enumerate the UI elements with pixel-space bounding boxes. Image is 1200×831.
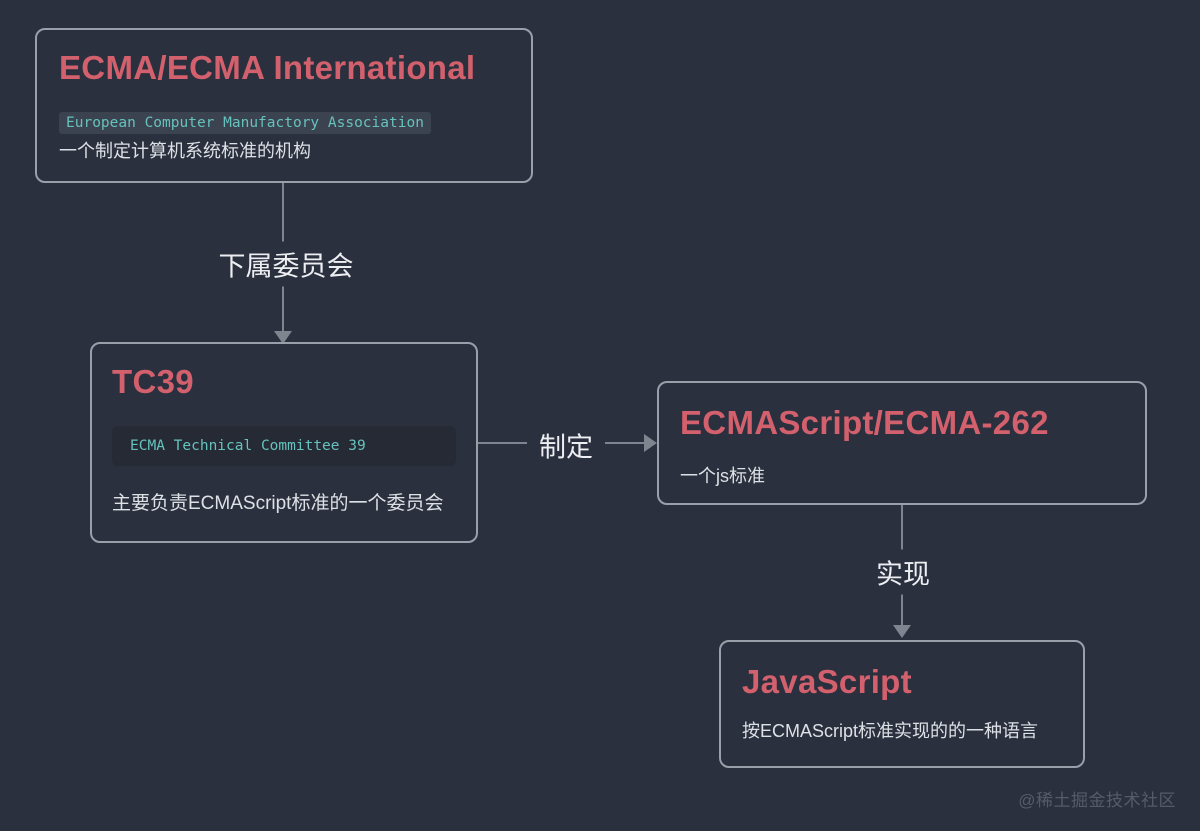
edge-ecmascript-javascript-label: 实现 — [864, 549, 942, 595]
node-ecmascript: ECMAScript/ECMA-262 一个js标准 — [657, 381, 1147, 505]
node-javascript-desc: 按ECMAScript标准实现的的一种语言 — [742, 720, 1039, 741]
node-ecma-code: European Computer Manufactory Associatio… — [59, 111, 431, 134]
node-ecmascript-desc: 一个js标准 — [680, 465, 765, 486]
node-ecma-title: ECMA/ECMA International — [59, 49, 476, 86]
arrow-down-icon — [893, 625, 911, 638]
node-ecma-desc: 一个制定计算机系统标准的机构 — [59, 140, 311, 161]
node-javascript: JavaScript 按ECMAScript标准实现的的一种语言 — [719, 640, 1085, 768]
edge-ecma-tc39-label: 下属委员会 — [206, 241, 366, 287]
node-ecmascript-title: ECMAScript/ECMA-262 — [680, 404, 1049, 441]
node-tc39: TC39 ECMA Technical Committee 39 主要负责ECM… — [90, 342, 478, 543]
node-tc39-title: TC39 — [112, 363, 194, 400]
node-tc39-desc: 主要负责ECMAScript标准的一个委员会 — [112, 492, 444, 514]
arrow-right-icon — [644, 434, 657, 452]
arrow-down-icon — [274, 331, 292, 344]
node-ecma: ECMA/ECMA International European Compute… — [35, 28, 533, 183]
edge-tc39-ecmascript-label: 制定 — [527, 422, 605, 468]
node-tc39-code: ECMA Technical Committee 39 — [112, 425, 456, 466]
node-javascript-title: JavaScript — [742, 663, 912, 700]
watermark: @稀土掘金技术社区 — [1018, 791, 1176, 810]
